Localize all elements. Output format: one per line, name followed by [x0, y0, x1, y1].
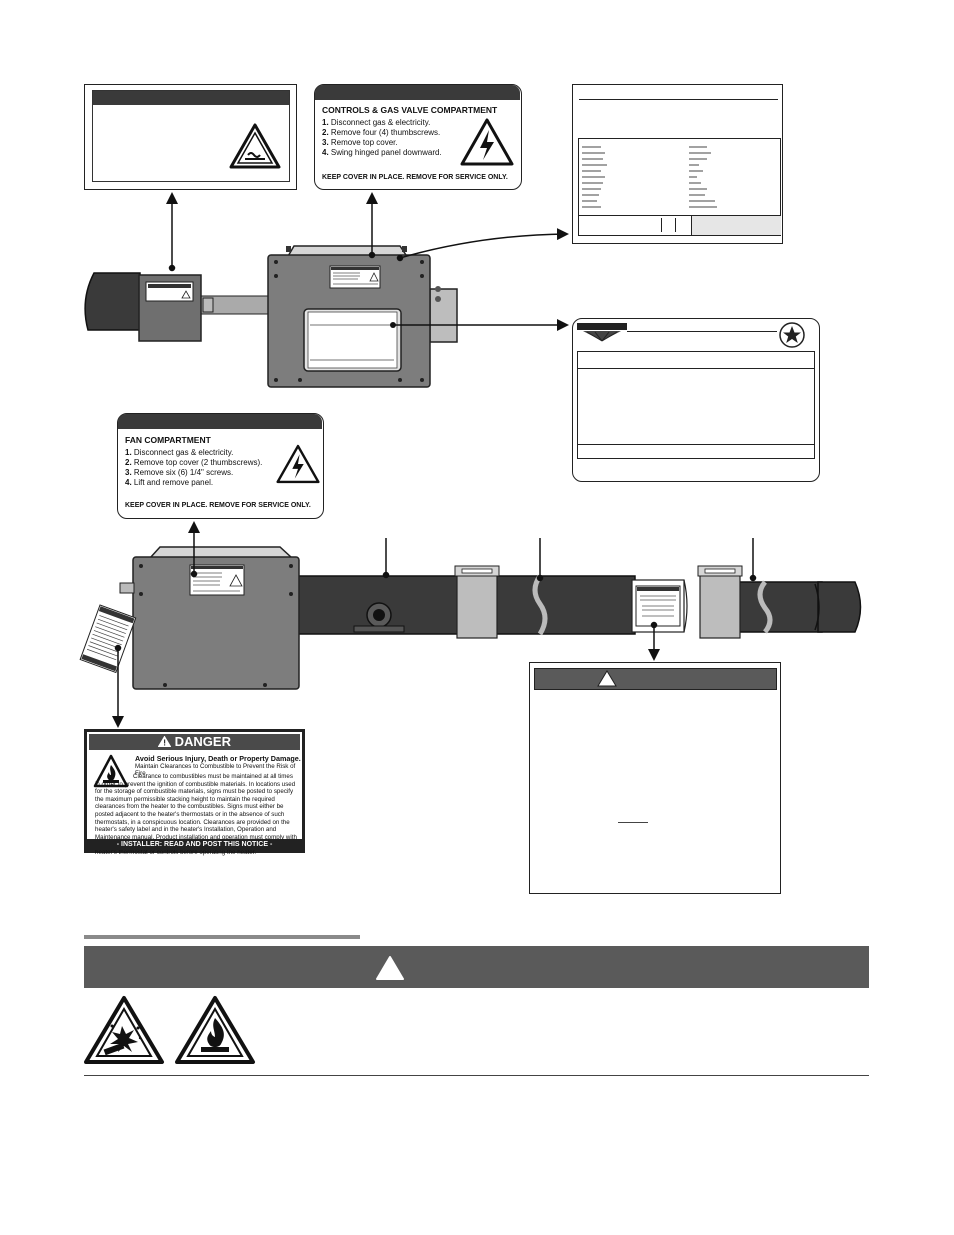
bottom-rule: [84, 1075, 869, 1076]
certification-label-rule: [627, 331, 777, 332]
step-2: 2. Remove four (4) thumbscrews.: [322, 128, 441, 137]
step-4: 4. Swing hinged panel downward.: [322, 148, 442, 157]
hot-surface-label-inner-border: [92, 90, 290, 182]
certification-label-table: [577, 351, 815, 459]
warning-banner: [84, 946, 869, 988]
brand-logo-icon: [577, 323, 627, 342]
hot-surface-label: [84, 84, 297, 190]
warning-triangle-icon: [376, 956, 404, 980]
certification-label: [572, 318, 820, 482]
fan-compartment-label: FAN COMPARTMENT 1. Disconnect gas & elec…: [117, 413, 324, 519]
tube-warning-label-header: [534, 668, 777, 690]
step-1: 1. Disconnect gas & electricity.: [125, 448, 234, 457]
lower-heater-assembly: [79, 546, 862, 690]
electric-shock-icon: [276, 444, 320, 484]
rating-plate-rows: [582, 146, 717, 208]
fan-label-steps: 1. Disconnect gas & electricity. 2. Remo…: [125, 448, 285, 488]
fire-icon: [93, 754, 129, 788]
fire-icon: [175, 996, 255, 1064]
step-3: 3. Remove six (6) 1/4" screws.: [125, 468, 234, 477]
electric-shock-icon: [460, 118, 514, 166]
step-1: 1. Disconnect gas & electricity.: [322, 118, 431, 127]
tube-warning-label: [529, 662, 781, 894]
warning-triangle-icon: [597, 670, 617, 687]
danger-tag-header: DANGER: [89, 734, 300, 750]
rating-plate-table: [578, 138, 781, 236]
star-seal-icon: [779, 322, 805, 348]
danger-tag-headline: Avoid Serious Injury, Death or Property …: [135, 754, 301, 763]
danger-tag: DANGER Avoid Serious Injury, Death or Pr…: [84, 729, 305, 856]
hot-surface-label-header: [92, 90, 290, 105]
explosion-icon: [84, 996, 164, 1064]
gas-valve-label-title: CONTROLS & GAS VALVE COMPARTMENT: [322, 105, 498, 115]
section-divider: [84, 935, 360, 939]
step-4: 4. Lift and remove panel.: [125, 478, 214, 487]
danger-tag-subhead: Maintain Clearances to Combustible to Pr…: [135, 763, 296, 777]
warning-triangle-icon: [157, 735, 172, 747]
danger-tag-title: DANGER: [174, 734, 231, 749]
step-3: 3. Remove top cover.: [322, 138, 398, 147]
fan-label-footer: KEEP COVER IN PLACE. REMOVE FOR SERVICE …: [125, 502, 311, 509]
rating-plate-footer-row: [579, 215, 781, 235]
upper-heater-assembly: [84, 245, 458, 388]
upper-connector-arrows: [166, 192, 569, 331]
fan-label-title: FAN COMPARTMENT: [125, 435, 211, 445]
danger-tag-footer: - INSTALLER: READ AND POST THIS NOTICE -: [87, 839, 302, 850]
step-2: 2. Remove top cover (2 thumbscrews).: [125, 458, 263, 467]
fan-label-header: [118, 414, 322, 429]
lower-connector-arrows: [112, 521, 757, 728]
rating-plate-rule: [579, 99, 778, 100]
gas-valve-compartment-label: CONTROLS & GAS VALVE COMPARTMENT 1. Disc…: [314, 84, 522, 190]
rating-plate-label: [572, 84, 783, 244]
gas-valve-label-footer: KEEP COVER IN PLACE. REMOVE FOR SERVICE …: [322, 174, 508, 181]
tube-warning-label-rule: [618, 822, 648, 823]
gas-valve-label-steps: 1. Disconnect gas & electricity. 2. Remo…: [322, 118, 462, 158]
hot-surface-icon: [229, 123, 281, 169]
gas-valve-label-header: [315, 85, 520, 100]
